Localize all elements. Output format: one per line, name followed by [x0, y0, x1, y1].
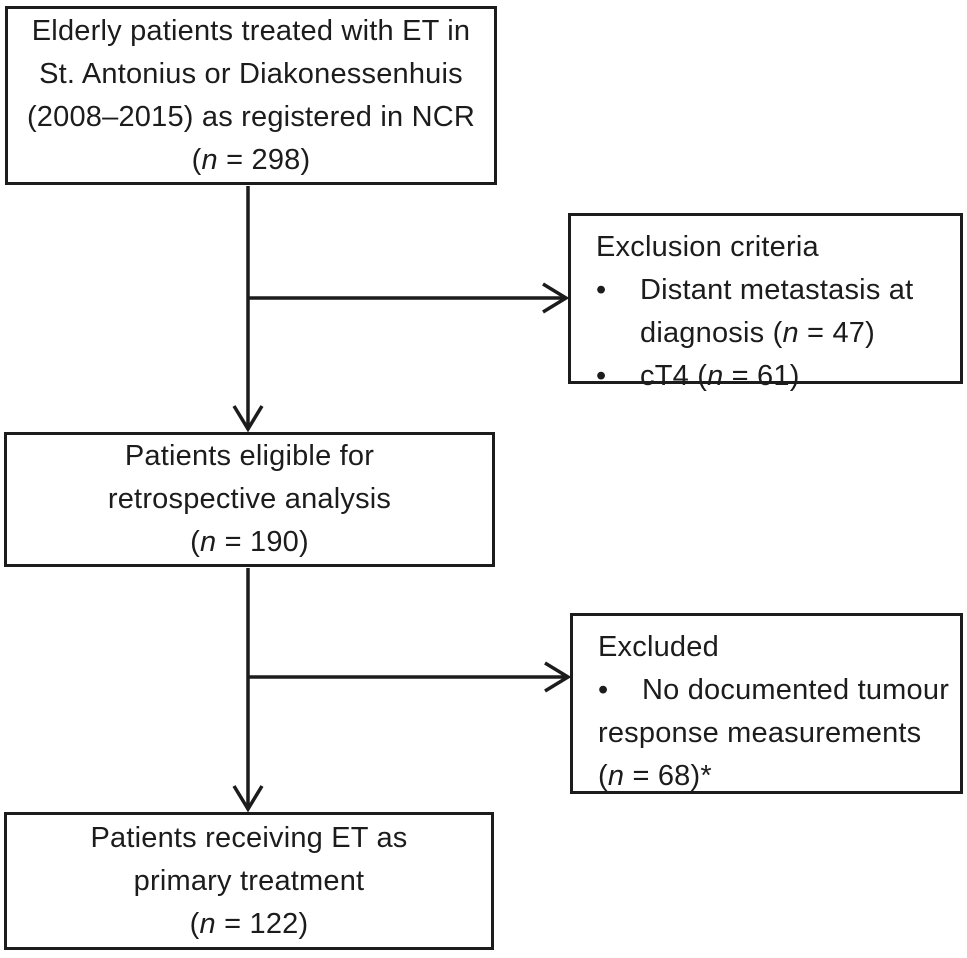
bullet-icon: • [598, 674, 609, 706]
initial-count: (n = 298) [8, 139, 494, 182]
count-pre: ( [189, 907, 200, 940]
arrowhead-right-icon [544, 661, 572, 693]
count-post: = 61) [723, 360, 800, 392]
arrow-branch-to-exclusion-criteria [248, 282, 570, 314]
flow-box-excluded: Excluded • No documented tumour response… [570, 613, 963, 794]
count-pre: ( [190, 526, 200, 558]
count-post: = 68)* [624, 760, 712, 792]
exclusion-item-ct4-line: cT4 (n = 61) [640, 355, 800, 398]
final-line-2: primary treatment [133, 864, 365, 897]
exclusion-item-metastasis-line-1: Distant metastasis at [640, 274, 914, 306]
count-post: = 298) [217, 143, 311, 176]
final-line-1: Patients receiving ET as [90, 821, 408, 854]
exclusion-item-metastasis-text: Distant metastasis at diagnosis (n = 47) [640, 269, 913, 355]
excluded-item-line-3: (n = 68)* [598, 755, 960, 798]
count-n-var: n [707, 360, 724, 392]
count-post: = 47) [798, 317, 875, 349]
excluded-item: • No documented tumour [598, 669, 960, 712]
final-count: (n = 122) [7, 903, 491, 946]
bullet-icon: • [596, 360, 607, 392]
flow-box-final-population: Patients receiving ET as primary treatme… [4, 812, 494, 950]
count-n-var: n [782, 317, 799, 349]
arrowhead-down-icon [232, 405, 264, 433]
flow-box-exclusion-criteria: Exclusion criteria • Distant metastasis … [568, 213, 963, 392]
count-n-var: n [607, 760, 625, 792]
count-pre: ( [598, 760, 608, 792]
count-pre: cT4 ( [640, 360, 708, 392]
initial-line-1: Elderly patients treated with ET in [31, 14, 471, 47]
bullet-icon: • [596, 274, 607, 306]
exclusion-item-metastasis-line-2: diagnosis (n = 47) [640, 312, 913, 355]
arrowhead-right-icon [542, 282, 570, 314]
count-post: = 190) [216, 526, 309, 558]
count-pre: diagnosis ( [640, 317, 783, 349]
exclusion-item-ct4: • cT4 (n = 61) [596, 355, 956, 398]
excluded-title: Excluded [598, 631, 719, 663]
initial-line-2: St. Antonius or Diakonessenhuis [39, 57, 463, 90]
excluded-item-line-1: No documented tumour [642, 674, 950, 706]
exclusion-item-metastasis: • Distant metastasis at diagnosis (n = 4… [596, 269, 956, 355]
excluded-item-line-2: response measurements [598, 717, 922, 749]
arrow-initial-to-eligible [232, 186, 264, 433]
initial-line-3: (2008–2015) as registered in NCR [26, 100, 476, 133]
count-pre: ( [191, 143, 202, 176]
count-n-var: n [199, 907, 216, 940]
flow-box-initial-population: Elderly patients treated with ET in St. … [5, 6, 497, 185]
count-post: = 122) [215, 907, 309, 940]
exclusion-criteria-title: Exclusion criteria [596, 231, 819, 263]
eligible-count: (n = 190) [7, 521, 492, 564]
count-n-var: n [200, 526, 217, 558]
count-n-var: n [201, 143, 218, 176]
arrow-branch-to-excluded [248, 661, 572, 693]
eligible-line-2: retrospective analysis [107, 483, 392, 515]
arrow-eligible-to-final [232, 568, 264, 813]
eligible-line-1: Patients eligible for [124, 440, 375, 472]
exclusion-item-ct4-text: cT4 (n = 61) [640, 355, 800, 398]
flow-box-eligible: Patients eligible for retrospective anal… [4, 432, 495, 567]
arrowhead-down-icon [232, 785, 264, 813]
